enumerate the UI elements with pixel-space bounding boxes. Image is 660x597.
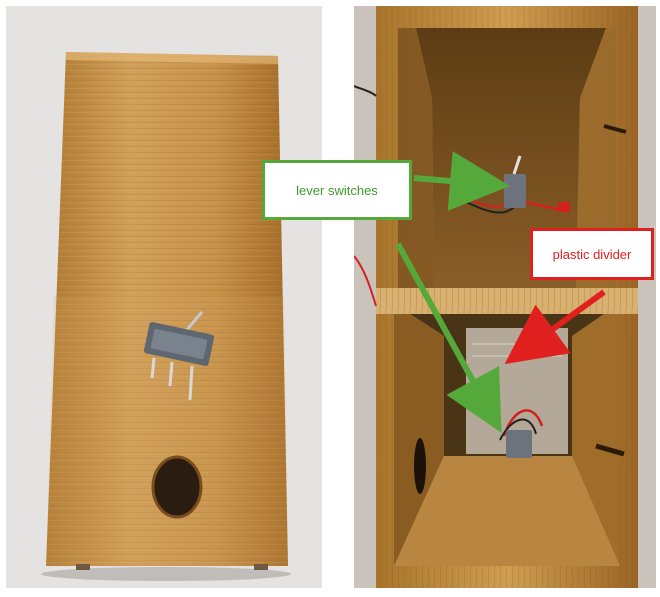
photo-box-interior [354,6,656,588]
callout-plastic-divider-label: plastic divider [552,246,632,262]
lever-switch-lower [499,409,544,458]
lever-switch-exterior [143,311,215,401]
side-hole [414,438,426,494]
box-foot [76,564,90,570]
box-shadow [41,567,291,581]
upper-compartment [416,28,606,288]
callout-lever-switches-label: lever switches [296,182,378,198]
box-exterior-illustration [41,52,291,581]
box-foot [254,564,268,570]
callout-plastic-divider: plastic divider [530,228,654,280]
box-interior-illustration [354,6,656,588]
box-hole [153,457,201,517]
photo-box-exterior [6,6,322,588]
callout-lever-switches: lever switches [262,160,412,220]
